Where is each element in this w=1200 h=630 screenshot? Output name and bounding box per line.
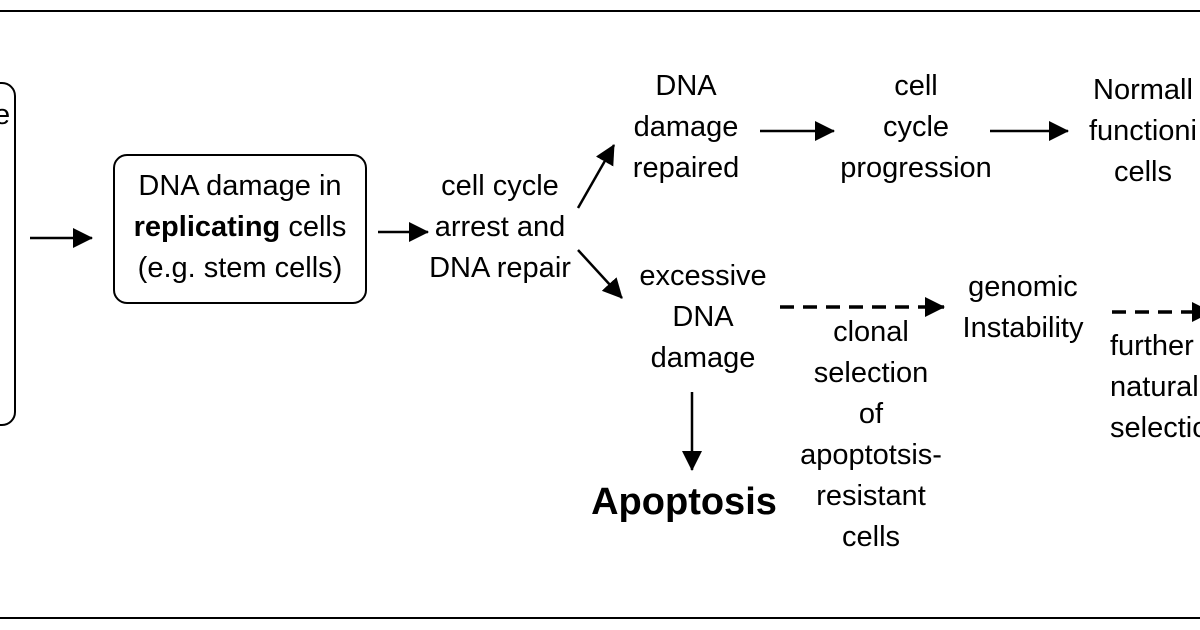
apoptosis-label: Apoptosis [591, 481, 777, 523]
frame-bottom-border [0, 617, 1200, 619]
further-natural-selection-label: further natural selectio [1110, 330, 1200, 444]
normally-functioning-label: Normall functioni cells [1088, 74, 1197, 188]
excessive-dna-damage-label: excessive DNA damage [639, 260, 767, 374]
genomic-instability-label: genomic Instability [962, 271, 1084, 344]
dna-damage-replicating-label: DNA damage in replicating cells (e.g. st… [133, 170, 347, 284]
cell-cycle-progression-label: cell cycle progression [840, 70, 992, 184]
arrow-arrest-to-repaired [576, 144, 616, 209]
arrow-arrest-to-excessive [577, 249, 623, 299]
left-node-label: e [0, 99, 11, 131]
dna-damage-repaired-label: DNA damage repaired [632, 70, 740, 184]
clonal-selection-label: clonal selection of apoptotsis- resistan… [800, 316, 942, 553]
dashed-arrow-head-partial [1192, 302, 1200, 322]
cell-cycle-arrest-label: cell cycle arrest and DNA repair [429, 170, 571, 284]
dna-damage-replicating-box [113, 154, 367, 304]
replicating-bold-text: replicating [133, 211, 281, 243]
frame-top-border [0, 10, 1200, 12]
